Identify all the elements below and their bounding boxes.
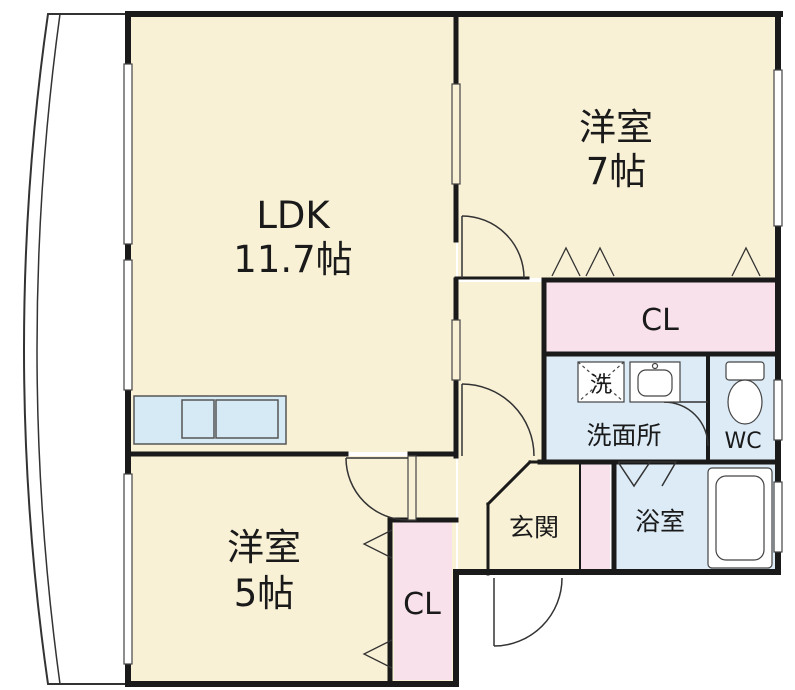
windows — [123, 63, 783, 665]
closet-left-fill — [394, 520, 452, 680]
washer-spot — [577, 361, 625, 403]
western5-size: 5帖 — [234, 572, 295, 615]
closet-top-label: CL — [641, 303, 679, 338]
doors — [345, 215, 709, 647]
closet-top-fill — [546, 282, 776, 352]
washroom-label: 洗面所 — [586, 421, 661, 450]
washroom-floor — [546, 356, 708, 460]
bathtub — [707, 467, 773, 569]
ldk-size: 11.7帖 — [233, 238, 352, 281]
toilet-fixture — [725, 361, 765, 425]
western7-name: 洋室 — [579, 106, 653, 149]
western7-floor — [458, 16, 776, 278]
walls — [125, 11, 783, 687]
ldk-name: LDK — [256, 194, 331, 237]
shoe-closet-fill — [580, 462, 610, 572]
western7-size: 7帖 — [586, 150, 647, 193]
closet-left-label: CL — [403, 587, 441, 622]
ldk-floor — [130, 16, 456, 452]
balcony — [23, 13, 129, 685]
toilet-label: WC — [724, 429, 761, 454]
kitchen-counter — [133, 395, 287, 445]
vanity-sink — [629, 361, 681, 403]
western5-name: 洋室 — [227, 526, 301, 569]
closet-doors — [362, 246, 761, 669]
bath-label: 浴室 — [635, 507, 685, 536]
washer-label: 洗 — [590, 373, 612, 398]
entrance-label: 玄関 — [509, 513, 559, 542]
